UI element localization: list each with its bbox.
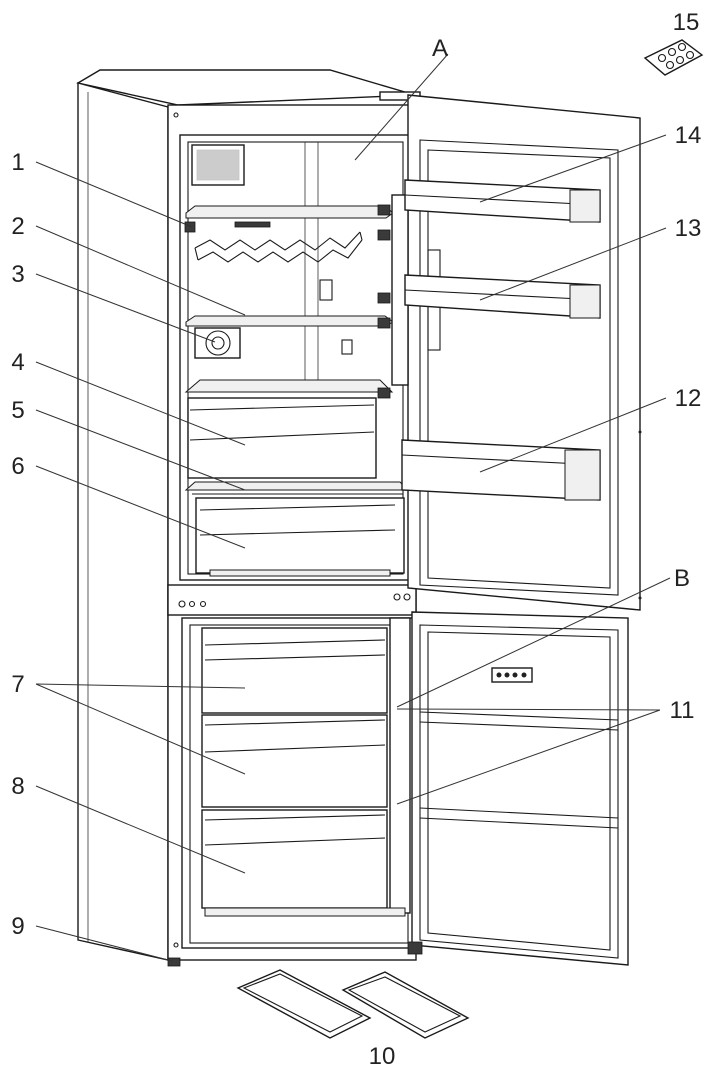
adjustable-foot: [167, 957, 181, 967]
label-15: 15: [673, 9, 700, 36]
label-3: 3: [11, 261, 24, 288]
leader-lines: [35, 53, 671, 962]
part-labels: 1 2 3 4 5 6 7 8 9 10 11 12 13 14 15 A B: [11, 9, 701, 1070]
label-6: 6: [11, 453, 24, 480]
label-13: 13: [675, 215, 702, 242]
label-14: 14: [675, 122, 702, 149]
label-7: 7: [11, 671, 24, 698]
label-4: 4: [11, 349, 24, 376]
label-10: 10: [369, 1043, 396, 1070]
label-12: 12: [675, 385, 702, 412]
wine-rack: [194, 231, 363, 263]
label-1: 1: [11, 149, 24, 176]
label-a: A: [432, 35, 448, 62]
label-11: 11: [670, 697, 695, 724]
label-8: 8: [11, 773, 24, 800]
label-2: 2: [11, 213, 24, 240]
ice-trays: [236, 969, 470, 1039]
fridge-compartment: [179, 134, 411, 581]
label-b: B: [674, 565, 690, 592]
label-9: 9: [11, 913, 24, 940]
label-5: 5: [11, 397, 24, 424]
freezer-compartment: [181, 617, 415, 949]
egg-tray: [643, 39, 704, 76]
fridge-door: [391, 94, 642, 611]
